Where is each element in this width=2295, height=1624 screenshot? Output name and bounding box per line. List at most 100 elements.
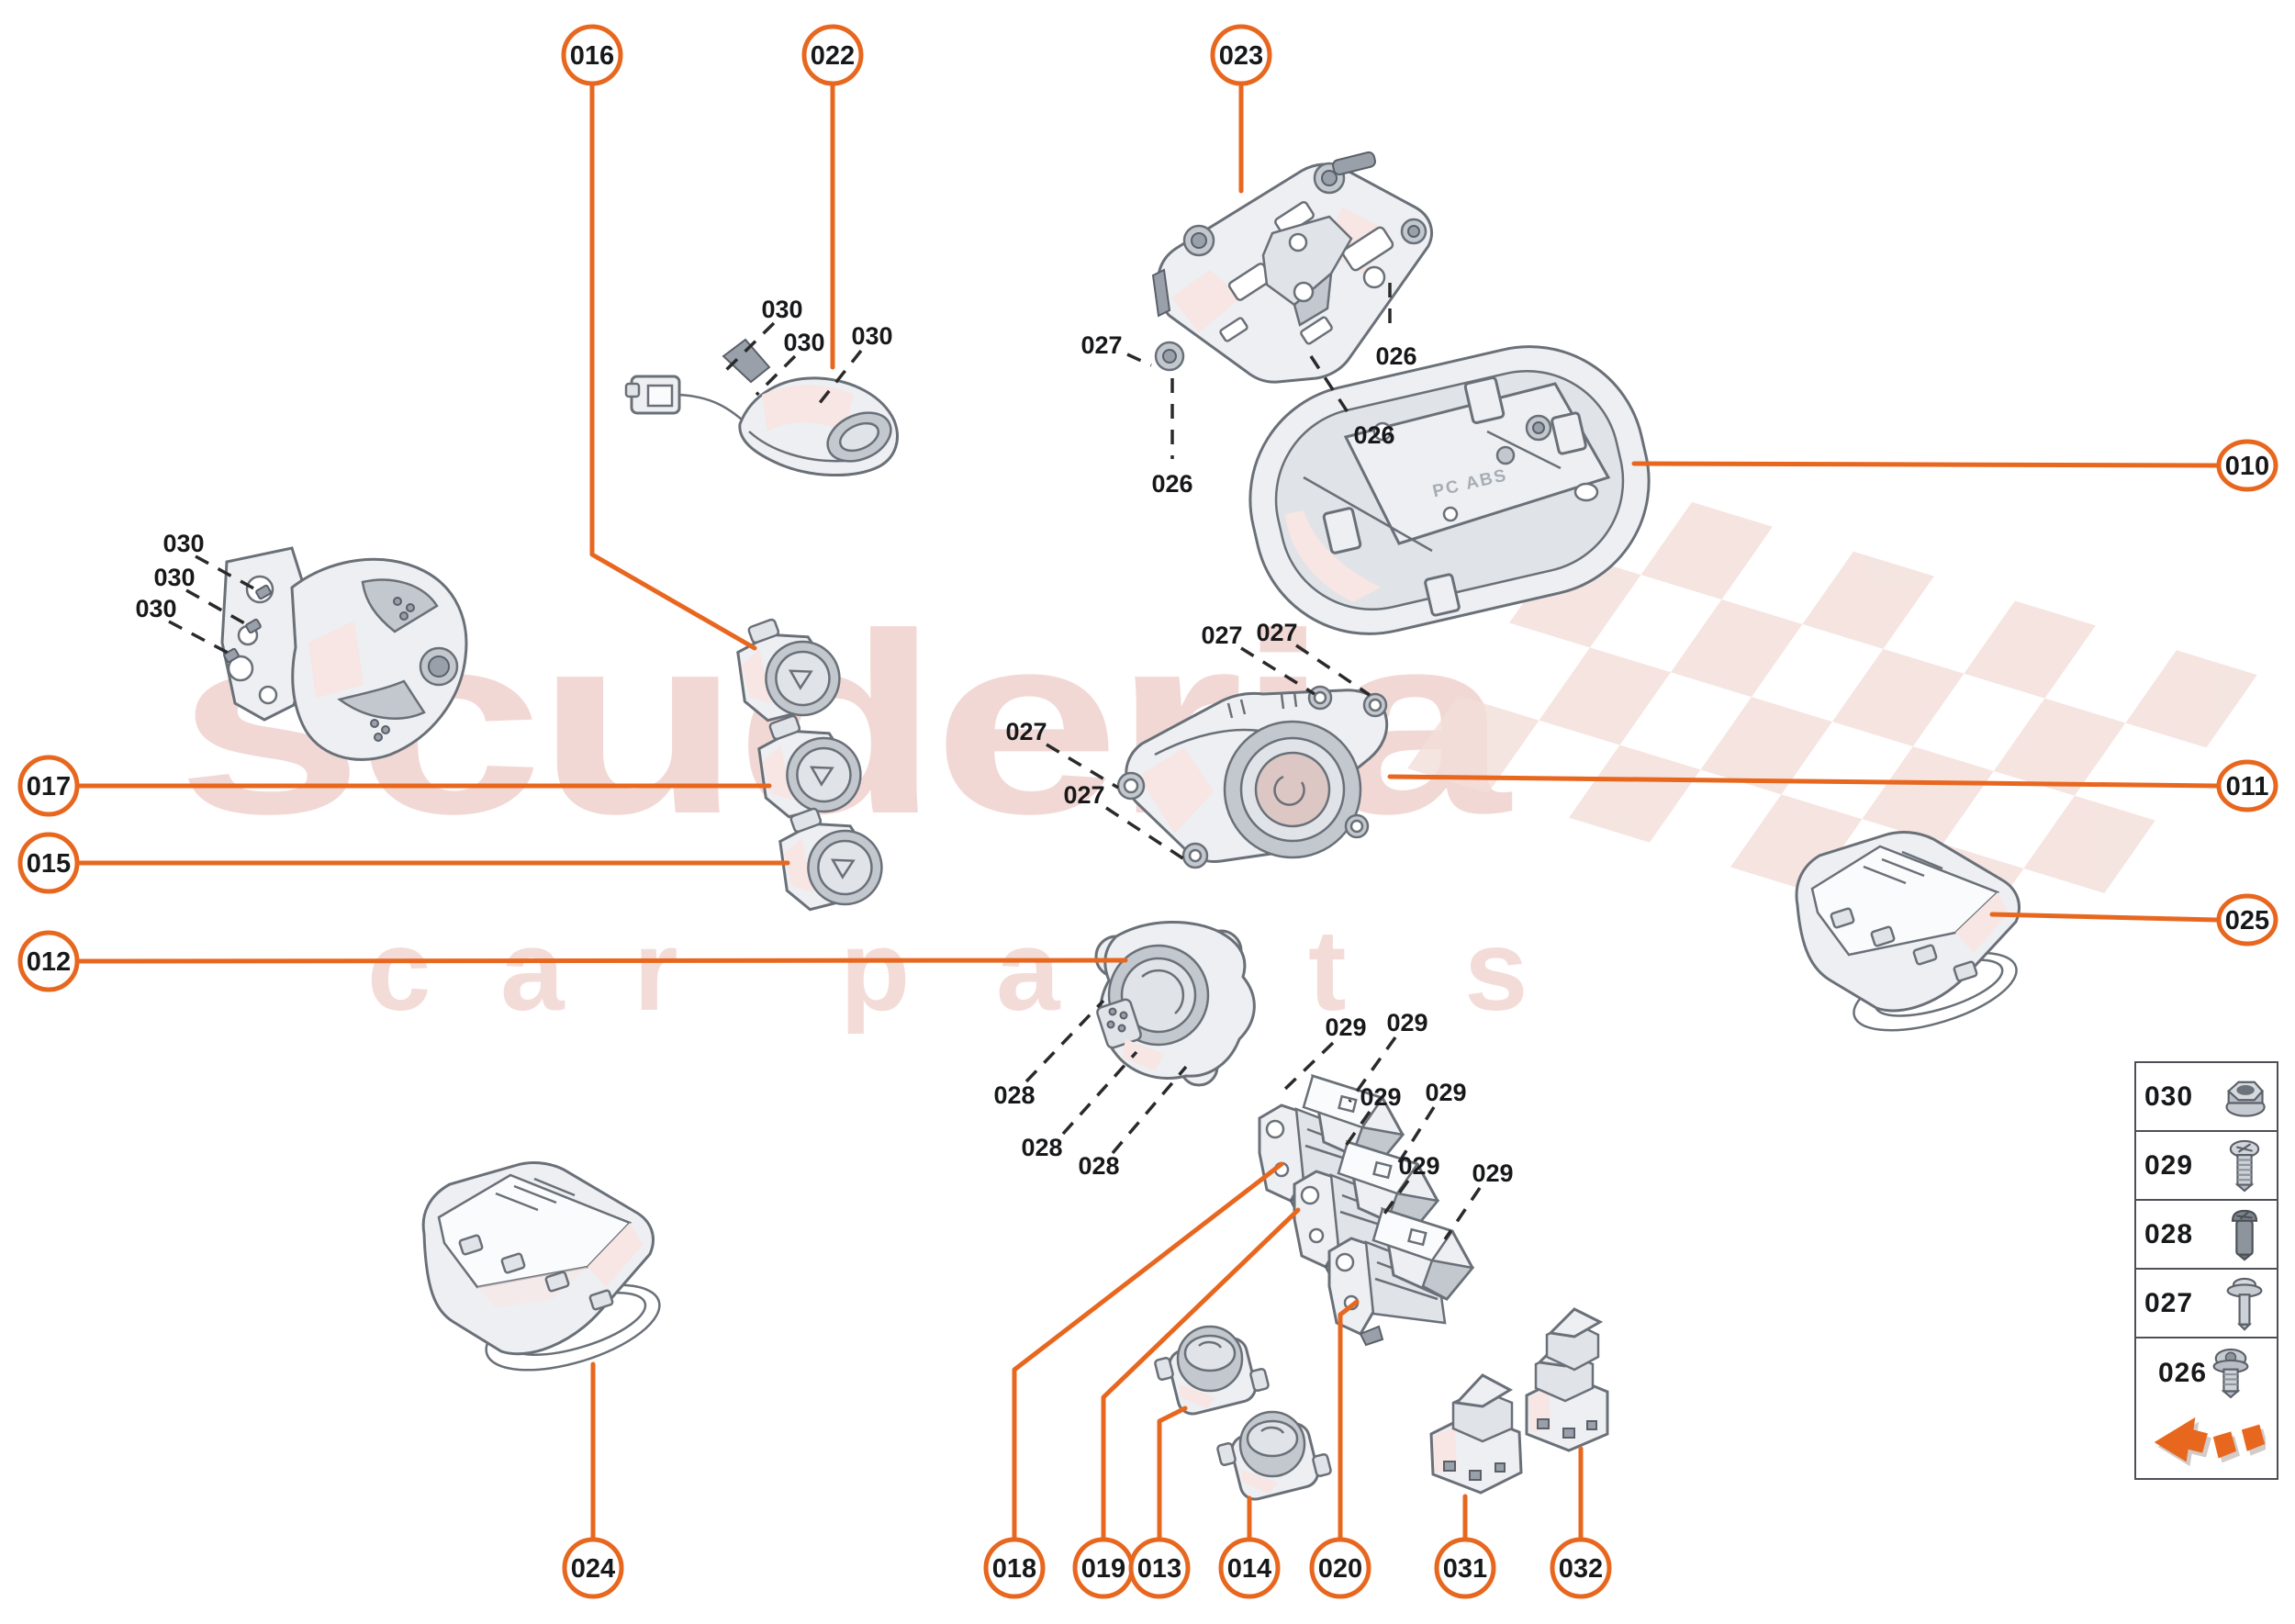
- fastener-label-027: 027: [1080, 331, 1122, 359]
- callout-017[interactable]: 017: [17, 755, 80, 817]
- legend-row-028: 028: [2136, 1201, 2277, 1270]
- watermark-letter: c: [367, 907, 431, 1035]
- callout-016[interactable]: 016: [561, 24, 623, 86]
- fastener-leader-line: [1397, 1106, 1436, 1163]
- checkered-flag-watermark: [1407, 501, 2257, 942]
- callout-circle: [17, 755, 80, 817]
- fastener-label-026: 026: [1151, 470, 1192, 498]
- fastener-label-029: 029: [1386, 1009, 1427, 1036]
- callout-number: 012: [27, 947, 71, 977]
- callout-circle: [1309, 1537, 1371, 1599]
- fastener-label-026: 026: [1353, 421, 1394, 449]
- watermark-letter: t: [1308, 907, 1347, 1035]
- legend-label: 026: [2157, 1358, 2208, 1388]
- callout-circle: [2216, 893, 2278, 946]
- callout-leader-line-011: [1387, 774, 2221, 789]
- callout-014[interactable]: 014: [1218, 1537, 1281, 1599]
- legend-row-029: 029: [2136, 1132, 2277, 1201]
- callout-circle: [17, 832, 80, 894]
- fastener-label-028: 028: [993, 1081, 1035, 1109]
- callout-circle: [1434, 1537, 1496, 1599]
- callout-031[interactable]: 031: [1434, 1537, 1496, 1599]
- callout-lines: [75, 82, 2221, 1541]
- callout-025[interactable]: 025: [2216, 893, 2278, 946]
- callout-leader-line-018: [1012, 1161, 1284, 1541]
- legend-label: 028: [2144, 1218, 2194, 1249]
- callout-010[interactable]: 010: [2216, 439, 2278, 492]
- callout-circle: [1550, 1537, 1612, 1599]
- callout-leader-line-019: [1101, 1207, 1301, 1541]
- callout-leader-line-010: [1631, 461, 2221, 468]
- callout-023[interactable]: 023: [1210, 24, 1272, 86]
- fastener-label-029: 029: [1472, 1159, 1513, 1187]
- callout-circle: [1218, 1537, 1281, 1599]
- part-window-switch-031: [1429, 1373, 1523, 1495]
- legend-logo-row: [2136, 1408, 2277, 1478]
- watermark-letter: p: [840, 907, 910, 1035]
- fastener-leader-line: [1344, 1110, 1371, 1148]
- callout-circle: [2216, 759, 2278, 812]
- callout-leader-line-013: [1157, 1406, 1188, 1541]
- callout-circle: [801, 24, 864, 86]
- fastener-leader-lines: [168, 283, 1482, 1240]
- legend-row-030: 030: [2136, 1063, 2277, 1132]
- callout-circle: [17, 930, 80, 992]
- part-window-switch-032: [1525, 1307, 1609, 1452]
- fastener-leader-line: [1105, 806, 1185, 861]
- fastener-label-030: 030: [783, 329, 824, 356]
- callout-number: 019: [1081, 1554, 1125, 1584]
- part-sensor-022: [624, 338, 899, 477]
- fastener-leader-line: [1282, 1041, 1335, 1092]
- callout-015[interactable]: 015: [17, 832, 80, 894]
- callout-number: 018: [992, 1554, 1036, 1584]
- fastener-leader-line: [1383, 1179, 1410, 1215]
- fastener-label-026: 026: [1375, 342, 1416, 370]
- callout-032[interactable]: 032: [1550, 1537, 1612, 1599]
- fastener-label-030: 030: [153, 564, 195, 591]
- callout-number: 020: [1318, 1554, 1362, 1584]
- callout-024[interactable]: 024: [562, 1537, 624, 1599]
- callout-leader-line-020: [1338, 1299, 1360, 1541]
- callout-019[interactable]: 019: [1072, 1537, 1135, 1599]
- callout-circle: [561, 24, 623, 86]
- fastener-label-027: 027: [1256, 619, 1297, 646]
- callout-number: 023: [1219, 41, 1263, 71]
- callout-013[interactable]: 013: [1128, 1537, 1191, 1599]
- fastener-label-027: 027: [1201, 622, 1242, 649]
- callout-number: 016: [570, 41, 614, 71]
- callout-number: 025: [2225, 906, 2269, 935]
- fastener-label-028: 028: [1021, 1134, 1062, 1161]
- part-housing-left: [220, 546, 468, 761]
- callout-018[interactable]: 018: [983, 1537, 1046, 1599]
- legend-label: 029: [2144, 1149, 2194, 1181]
- watermark-letter: a: [500, 907, 565, 1035]
- callout-number: 015: [27, 849, 71, 879]
- fastener-leader-line: [1024, 999, 1105, 1083]
- fastener-leader-line: [1443, 1187, 1482, 1240]
- part-control-unit-011: [1116, 685, 1389, 869]
- part-console-025: [1795, 831, 2021, 1032]
- fastener-leader-line: [195, 554, 260, 593]
- callout-number: 013: [1137, 1554, 1181, 1584]
- brand-arrow-logo-icon: [2154, 1417, 2266, 1467]
- legend-row-026: 026: [2136, 1338, 2277, 1408]
- pan-head-screw-icon: [2221, 1137, 2268, 1194]
- fastener-label-027: 027: [1005, 718, 1047, 745]
- part-button-013: [1153, 1325, 1271, 1418]
- callout-bubbles: 016 022 023 010 011 025 017 015 012 024 018 019 013 0…: [17, 24, 2278, 1599]
- callout-circle: [983, 1537, 1046, 1599]
- callout-number: 032: [1559, 1554, 1603, 1584]
- callout-011[interactable]: 011: [2216, 759, 2278, 812]
- callout-number: 017: [27, 772, 71, 801]
- callout-012[interactable]: 012: [17, 930, 80, 992]
- callout-number: 024: [571, 1554, 615, 1584]
- callout-number: 010: [2225, 452, 2269, 481]
- callout-020[interactable]: 020: [1309, 1537, 1371, 1599]
- callout-022[interactable]: 022: [801, 24, 864, 86]
- callout-leader-line-016: [589, 82, 757, 651]
- part-console-024: [421, 1161, 661, 1372]
- watermark-letter: a: [996, 907, 1061, 1035]
